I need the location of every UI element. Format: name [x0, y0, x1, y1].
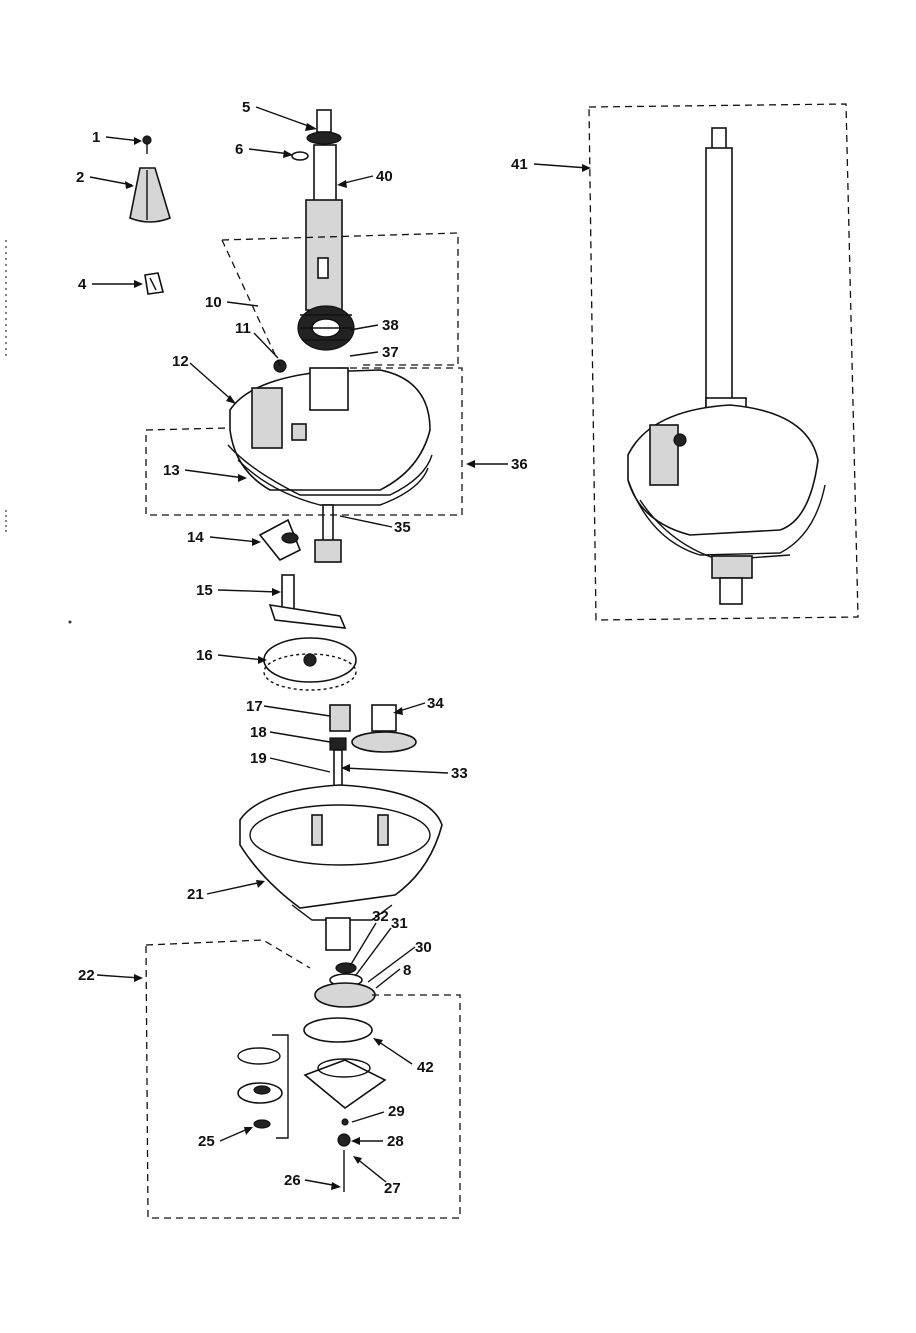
callout-leaders: [89, 106, 591, 1190]
callout-5: 5: [242, 99, 250, 116]
callout-22: 22: [78, 967, 95, 984]
callout-29: 29: [388, 1103, 405, 1120]
callout-15: 15: [196, 582, 213, 599]
part-4-clip: [144, 272, 165, 295]
callout-36: 36: [511, 456, 528, 473]
callout-10: 10: [205, 294, 222, 311]
part-17-gear: [329, 704, 351, 732]
part-14-bracket: [258, 518, 302, 562]
callout-6: 6: [235, 141, 243, 158]
lower-bearing-stack: [303, 962, 376, 1043]
callout-32: 32: [372, 908, 389, 925]
part-21-gear-case: [239, 784, 443, 951]
callout-12: 12: [172, 353, 189, 370]
part-35-pinion: [314, 504, 342, 563]
part-18-washer: [329, 737, 347, 751]
part-34-pinion: [351, 704, 417, 753]
callout-11: 11: [235, 320, 251, 337]
callout-18: 18: [250, 724, 267, 741]
callout-14: 14: [187, 529, 204, 546]
part-38-spring: [297, 305, 355, 351]
callout-42: 42: [417, 1059, 434, 1076]
callout-30: 30: [415, 939, 432, 956]
callout-33: 33: [451, 765, 468, 782]
part-15-crank: [268, 574, 347, 629]
callout-40: 40: [376, 168, 393, 185]
callout-35: 35: [394, 519, 411, 536]
part-2-cap: [129, 167, 171, 223]
callout-41: 41: [511, 156, 528, 173]
callout-38: 38: [382, 317, 399, 334]
callout-25: 25: [198, 1133, 215, 1150]
callout-37: 37: [382, 344, 399, 361]
group-41-box: [588, 103, 859, 621]
part-41-assembled-transmission: [627, 127, 826, 605]
callout-19: 19: [250, 750, 267, 767]
part-1-screw: [142, 135, 152, 154]
part-36-gear-housing-cover: [227, 359, 433, 506]
callout-26: 26: [284, 1172, 301, 1189]
part-26-27-28-screw: [337, 1118, 351, 1192]
callout-1: 1: [92, 129, 100, 146]
callout-17: 17: [246, 698, 263, 715]
callout-31: 31: [391, 915, 408, 932]
callout-27: 27: [384, 1180, 401, 1197]
agitator-shaft: [291, 109, 343, 311]
callout-28: 28: [387, 1133, 404, 1150]
part-seal-ring: [237, 1047, 283, 1129]
callout-16: 16: [196, 647, 213, 664]
group-10-box: [221, 232, 459, 366]
group-36-box: [145, 367, 463, 516]
callout-2: 2: [76, 169, 84, 186]
group-22-box: [145, 939, 461, 1219]
callout-4: 4: [78, 276, 87, 293]
sub-bracket: [272, 1034, 289, 1139]
scan-margin-marks: [5, 240, 72, 624]
callout-13: 13: [163, 462, 180, 479]
callout-34: 34: [427, 695, 444, 712]
callout-8: 8: [403, 962, 411, 979]
part-16-drive-gear: [263, 637, 357, 691]
callout-21: 21: [187, 886, 204, 903]
part-bearing-block: [303, 1058, 387, 1110]
